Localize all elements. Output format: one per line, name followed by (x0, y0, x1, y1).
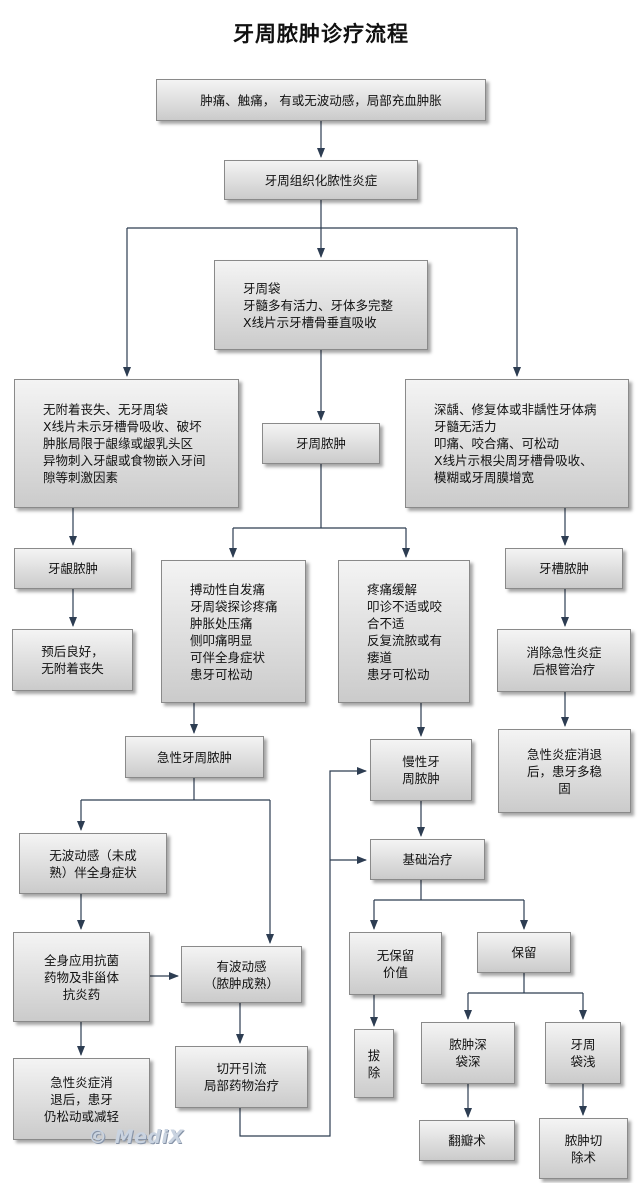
node-alveolar-criteria: 深龋、修复体或非龋性牙体病 牙髓无活力 叩痛、咬合痛、可松动 X线片示根尖周牙槽… (405, 379, 629, 508)
node-flap-surgery: 翻瓣术 (419, 1120, 515, 1161)
node-acute-symptoms: 搏动性自发痛 牙周袋探诊疼痛 肿胀处压痛 侧叩痛明显 可伴全身症状 患牙可松动 (161, 560, 306, 703)
node-no-fluctuation: 无波动感（未成 熟）伴全身症状 (19, 833, 167, 894)
node-alveolar-prognosis: 急性炎症消退 后，患牙多稳 固 (498, 729, 631, 813)
page-title: 牙周脓肿诊疗流程 (233, 22, 409, 46)
node-symptoms: 肿痛、触痛， 有或无波动感，局部充血肿胀 (156, 79, 486, 121)
node-root-canal-treatment: 消除急性炎症 后根管治疗 (497, 629, 631, 692)
node-systemic-antibiotics: 全身应用抗菌 药物及非甾体 抗炎药 (13, 932, 150, 1022)
node-shallow-pocket: 牙周 袋浅 (545, 1022, 621, 1084)
node-chronic-symptoms: 疼痛缓解 叩诊不适或咬 合不适 反复流脓或有 瘘道 患牙可松动 (338, 560, 470, 703)
node-gingival-abscess: 牙龈脓肿 (14, 548, 132, 589)
node-periodontal-abscess: 牙周脓肿 (262, 423, 380, 464)
node-chronic-periodontal-abscess: 慢性牙 周脓肿 (370, 739, 472, 801)
node-abscess-excision: 脓肿切 除术 (539, 1118, 628, 1179)
node-gingival-prognosis: 预后良好， 无附着丧失 (12, 629, 133, 691)
node-extraction: 拔 除 (354, 1029, 394, 1098)
node-acute-periodontal-abscess: 急性牙周脓肿 (125, 736, 264, 778)
node-periodontal-pocket-criteria: 牙周袋 牙髓多有活力、牙体多完整 X线片示牙槽骨垂直吸收 (214, 260, 428, 350)
node-gingival-criteria: 无附着丧失、无牙周袋 X线片未示牙槽骨吸收、破坏 肿胀局限于龈缘或龈乳头区 异物… (14, 379, 239, 508)
node-suppurative-inflammation: 牙周组织化脓性炎症 (224, 160, 418, 200)
node-incision-drainage: 切开引流 局部药物治疗 (175, 1046, 308, 1108)
edge-n23-loop (239, 767, 367, 1137)
watermark-logo: © MediX (88, 1126, 184, 1148)
node-alveolar-abscess: 牙槽脓肿 (505, 548, 623, 589)
node-basic-treatment: 基础治疗 (370, 839, 485, 880)
node-no-retention-value: 无保留 价值 (349, 932, 442, 995)
node-retain: 保留 (477, 932, 571, 973)
node-deep-abscess-pocket: 脓肿深 袋深 (421, 1022, 515, 1084)
node-acute-outcome: 急性炎症消 退后，患牙 仍松动或减轻 (13, 1058, 150, 1140)
node-fluctuation: 有波动感 （脓肿成熟） (181, 946, 302, 1003)
